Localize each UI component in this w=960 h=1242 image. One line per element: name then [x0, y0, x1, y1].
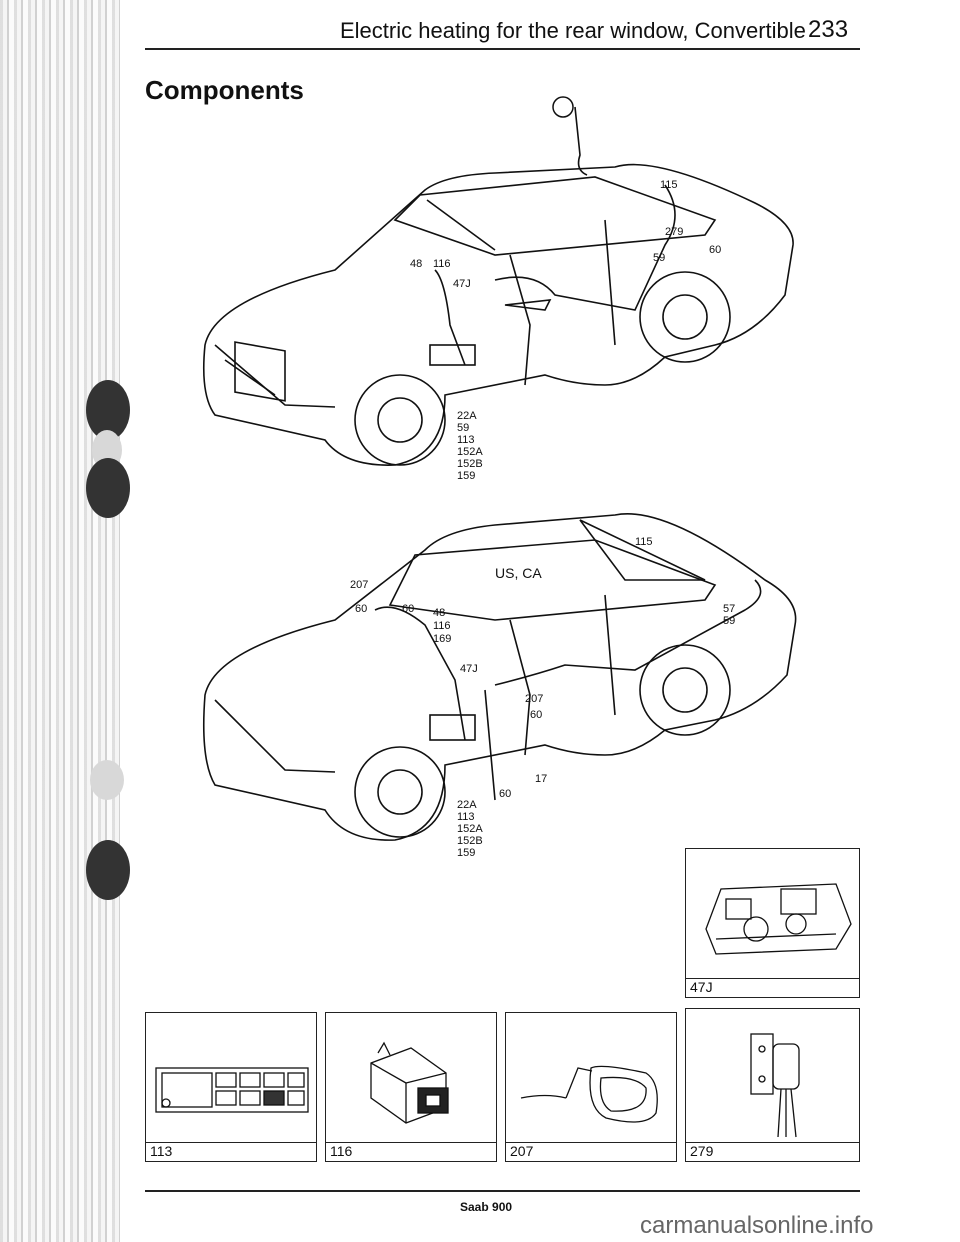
page-footer: Saab 900 — [460, 1200, 513, 1214]
callout-label: 115 — [635, 536, 653, 548]
binder-hole — [86, 458, 130, 518]
car-diagram-1: 115 279 48 116 47J 59 60 22A 59 113 152A… — [202, 96, 794, 482]
callout-label: 48 — [433, 607, 445, 619]
binder-hole — [86, 840, 130, 900]
callout-label: 116 — [433, 258, 451, 270]
callout-label: 57 — [723, 603, 735, 615]
rear-window-switch-illustration — [370, 1041, 449, 1124]
header-rule — [145, 48, 860, 50]
region-label: US, CA — [495, 565, 542, 581]
callout-label: 113 — [457, 434, 475, 446]
panel-label: 279 — [690, 1143, 714, 1159]
callout-label: 152B — [457, 458, 483, 470]
footer-rule — [145, 1190, 860, 1192]
callout-label: 60 — [402, 603, 414, 615]
panel-label: 207 — [510, 1143, 534, 1159]
section-title: Components — [145, 75, 304, 105]
component-panel-207: 207 — [505, 1012, 677, 1162]
binder-hole — [90, 760, 124, 800]
component-panel-47j: 47J — [685, 848, 860, 998]
callout-label: 60 — [355, 603, 367, 615]
callout-label: 116 — [433, 620, 451, 632]
watermark: carmanualsonline.info — [640, 1212, 874, 1239]
rear-window-heater-icon — [552, 96, 574, 118]
relay-illustration — [750, 1033, 800, 1138]
callout-label: 48 — [410, 258, 422, 270]
callout-label: 59 — [457, 422, 469, 434]
callout-label: 22A — [457, 410, 477, 422]
callout-label: 60 — [530, 709, 542, 721]
page-binding-edge — [0, 0, 120, 1242]
callout-label: 47J — [453, 278, 471, 290]
callout-label: 169 — [433, 633, 451, 645]
callout-label: 60 — [709, 244, 721, 256]
control-unit-illustration — [705, 883, 852, 955]
callout-label: 152B — [457, 835, 483, 847]
callout-label: 113 — [457, 811, 475, 823]
page-header-title: Electric heating for the rear window, Co… — [340, 18, 806, 43]
callout-label: 207 — [350, 579, 368, 591]
callout-label: 152A — [457, 446, 483, 458]
callout-label: 279 — [665, 226, 683, 238]
panel-label: 47J — [690, 979, 713, 995]
door-mirror-illustration — [520, 1065, 658, 1123]
car-diagram-2: US, CA 115 207 60 60 48 116 169 47J 57 5… — [203, 513, 797, 859]
callout-label: 207 — [525, 693, 543, 705]
callout-label: 159 — [457, 847, 475, 859]
component-panel-116: 116 — [325, 1012, 497, 1162]
callout-label: 152A — [457, 823, 483, 835]
callout-label: 22A — [457, 799, 477, 811]
callout-label: 17 — [535, 773, 547, 785]
panel-label: 116 — [330, 1143, 353, 1159]
page-number: 233 — [808, 16, 849, 43]
component-panel-113: 113 — [145, 1012, 317, 1162]
callout-label: 59 — [723, 615, 735, 627]
callout-label: 115 — [660, 179, 678, 191]
component-panel-279: 279 — [685, 1008, 860, 1162]
callout-label: 60 — [499, 788, 511, 800]
callout-label: 159 — [457, 470, 475, 482]
switch-panel-illustration — [155, 1067, 309, 1113]
callout-label: 59 — [653, 252, 665, 264]
callout-label: 47J — [460, 663, 478, 675]
panel-label: 113 — [150, 1143, 173, 1159]
